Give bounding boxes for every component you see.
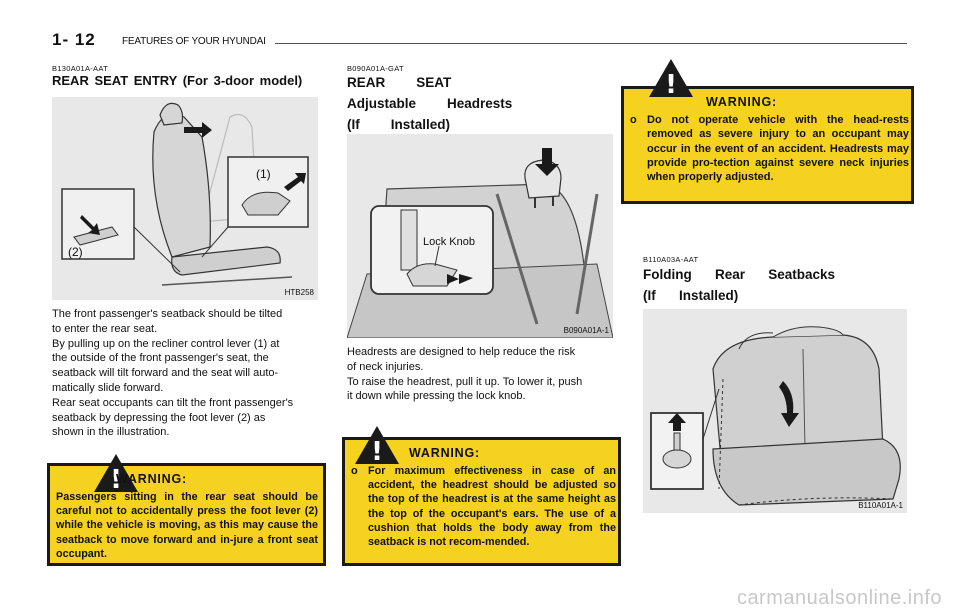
warning-bullet: o <box>351 465 358 477</box>
warning-triangle-icon: ! <box>94 454 138 494</box>
section-heading: REAR SEAT ENTRY (For 3-door model) <box>52 73 303 88</box>
folding-seatback-figure: B110A01A-1 <box>643 309 907 513</box>
warning-box: ! WARNING: o Do not operate vehicle with… <box>621 59 914 204</box>
section-heading-line: (If Installed) <box>643 288 739 303</box>
warning-title: WARNING: <box>116 472 187 486</box>
section-title: FEATURES OF YOUR HYUNDAI <box>122 36 266 47</box>
section-code: B090A01A-GAT <box>347 64 404 73</box>
warning-text: Passengers sitting in the rear seat shou… <box>56 491 318 560</box>
warning-box: ! WARNING: Passengers sitting in the rea… <box>47 454 326 566</box>
body-text: Headrests are designed to help reduce th… <box>347 346 583 403</box>
callout-1: (1) <box>256 167 271 181</box>
warning-text: For maximum effectiveness in case of an … <box>368 465 616 549</box>
headrest-illustration <box>346 148 614 339</box>
section-heading-line: Adjustable Headrests <box>347 96 513 111</box>
callout-2: (2) <box>68 245 83 259</box>
seat-entry-illustration <box>61 102 309 286</box>
svg-text:!: ! <box>371 437 383 466</box>
section-heading-line: Folding Rear Seatbacks <box>643 267 836 282</box>
warning-bullet: o <box>630 114 637 126</box>
watermark: carmanualsonline.info <box>736 587 942 609</box>
warning-triangle-icon: ! <box>355 426 399 466</box>
body-text: The front passenger's seatback should be… <box>52 308 294 439</box>
warning-text: Do not operate vehicle with the head-res… <box>647 114 909 184</box>
warning-title: WARNING: <box>409 446 480 460</box>
svg-text:!: ! <box>110 465 122 494</box>
lock-knob-label: Lock Knob <box>423 236 475 248</box>
headrest-figure: Lock Knob B090A01A-1 <box>346 134 614 339</box>
section-heading-line: (If Installed) <box>347 117 451 132</box>
warning-box: ! WARNING: o For maximum effectiveness i… <box>342 426 621 566</box>
section-code: B110A03A-AAT <box>643 255 699 264</box>
svg-text:!: ! <box>665 70 677 99</box>
warning-title: WARNING: <box>706 95 777 109</box>
figure-code: B090A01A-1 <box>563 326 609 335</box>
section-heading-line: REAR SEAT <box>347 75 452 90</box>
figure-code: HTB258 <box>284 288 314 297</box>
section-code: B130A01A-AAT <box>52 64 108 73</box>
header-rule <box>275 43 907 44</box>
page-number: 1- 12 <box>52 30 96 49</box>
figure-code: B110A01A-1 <box>858 501 903 510</box>
seat-entry-figure: (1) (2) HTB258 <box>52 97 318 300</box>
folding-seatback-illustration <box>650 326 901 506</box>
warning-triangle-icon: ! <box>649 59 693 99</box>
